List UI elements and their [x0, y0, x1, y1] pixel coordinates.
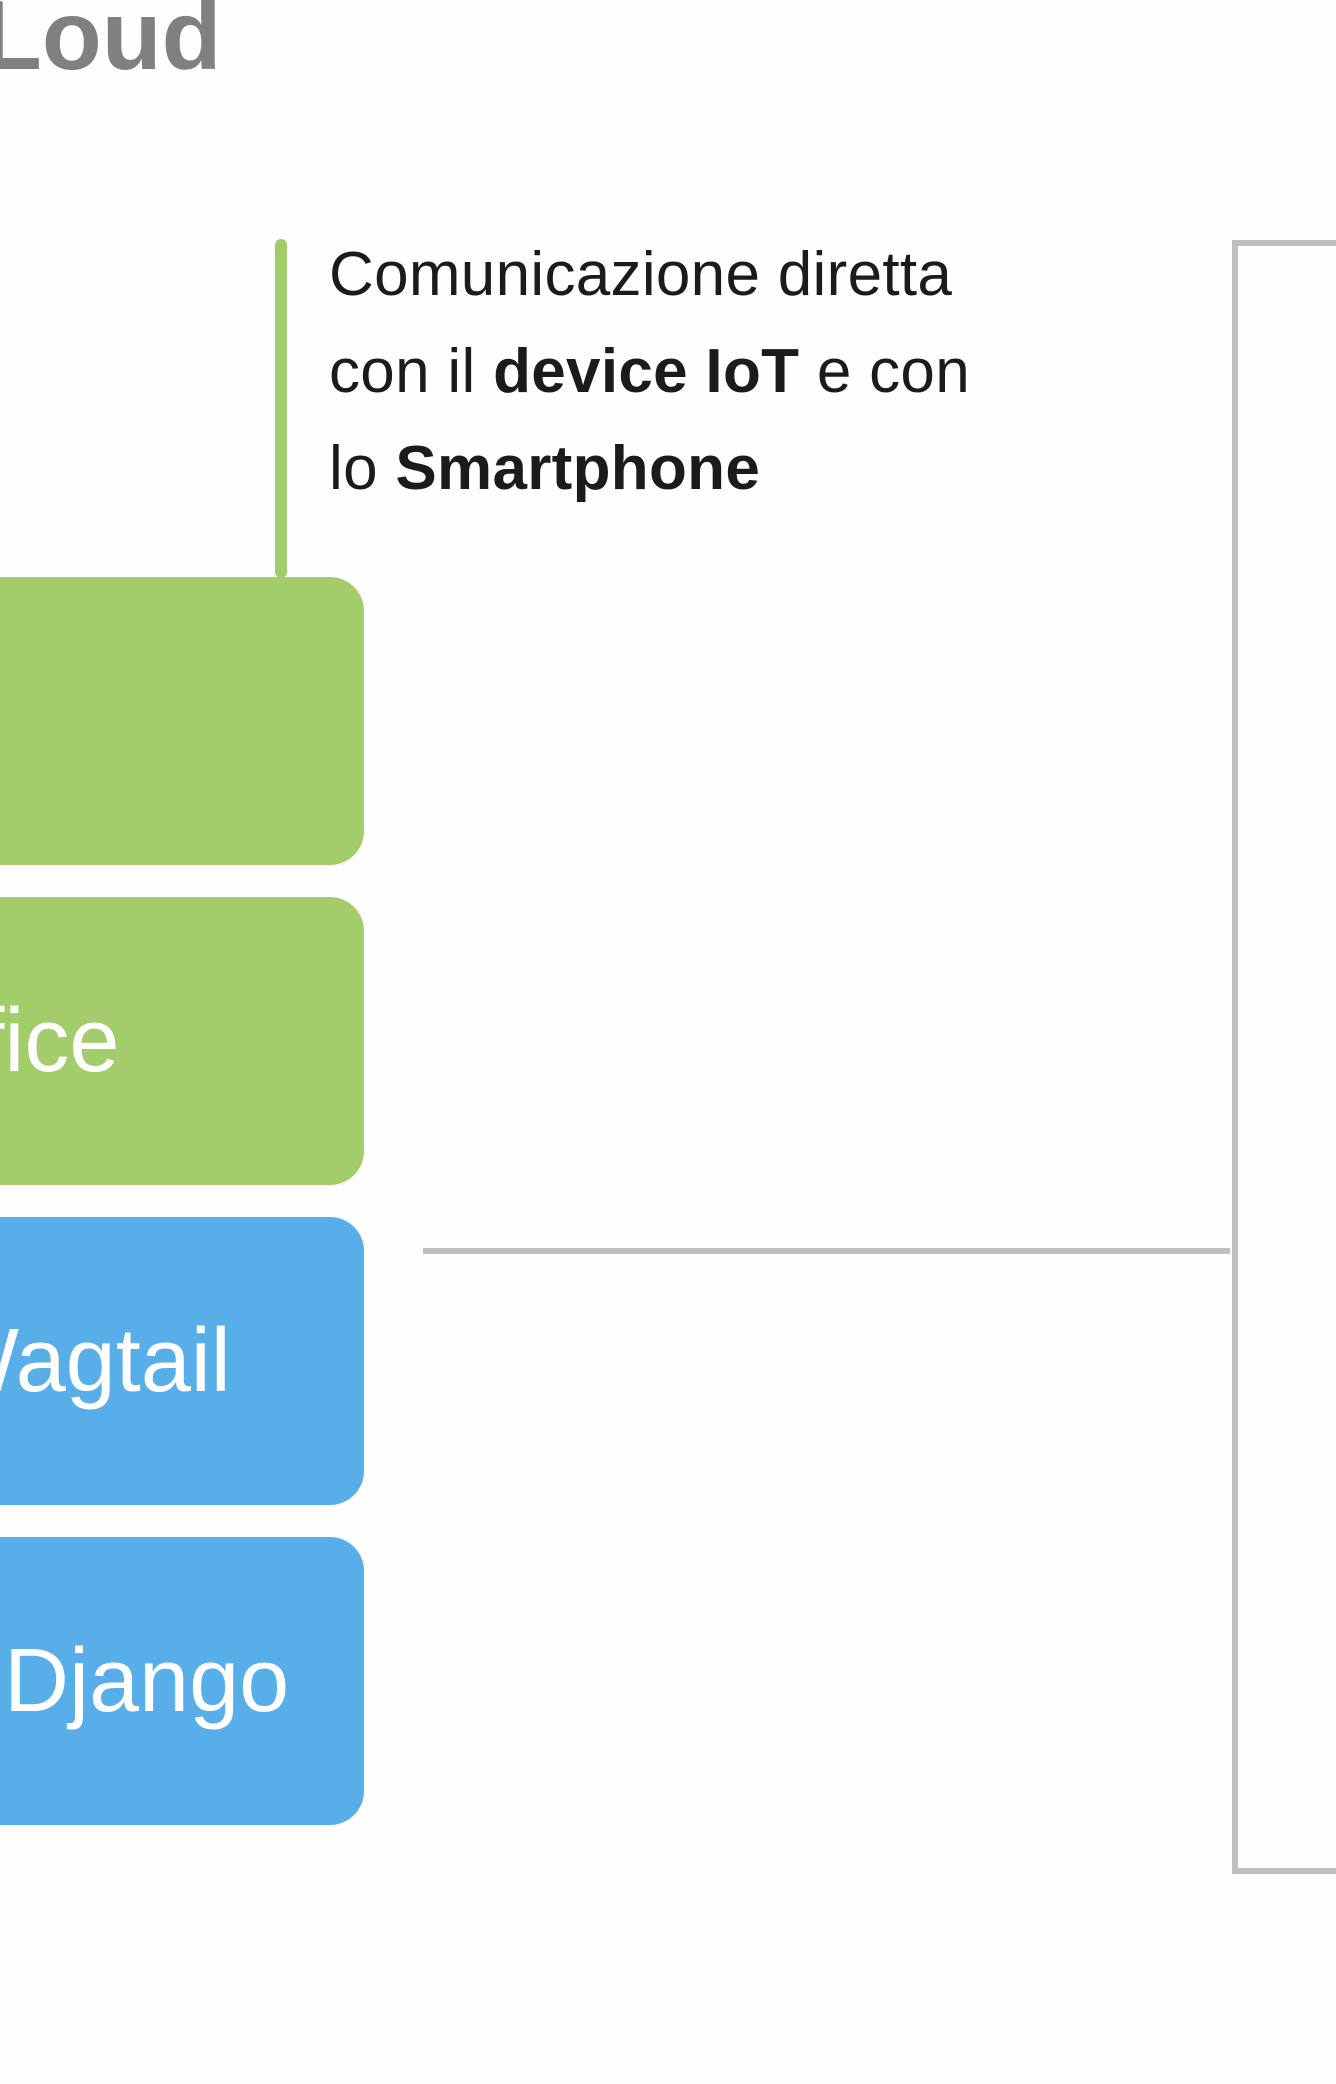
- block-wagtail: Wagtail: [0, 1217, 364, 1505]
- callout-smartphone: Smartphone: [395, 434, 761, 503]
- block-label: Django: [4, 1631, 290, 1731]
- callout-line-2-suffix: e con: [799, 337, 970, 406]
- block-django: Django: [0, 1537, 364, 1825]
- block-label: Office: [0, 991, 120, 1091]
- block-green-1: l: [0, 577, 364, 865]
- block-office: Office: [0, 897, 364, 1185]
- callout-accent-line: [275, 239, 287, 578]
- block-label: Wagtail: [0, 1311, 231, 1411]
- connector-line: [423, 1248, 1230, 1254]
- callout-text: Comunicazione diretta con il device IoT …: [329, 226, 1089, 517]
- callout-line-1: Comunicazione diretta: [329, 240, 953, 309]
- callout-line-2-prefix: con il: [329, 337, 494, 406]
- bracket-frame: [1232, 240, 1336, 1874]
- callout-device-iot: device IoT: [493, 337, 800, 406]
- header-title: Loud: [0, 0, 222, 90]
- callout-line-3-prefix: lo: [329, 434, 396, 503]
